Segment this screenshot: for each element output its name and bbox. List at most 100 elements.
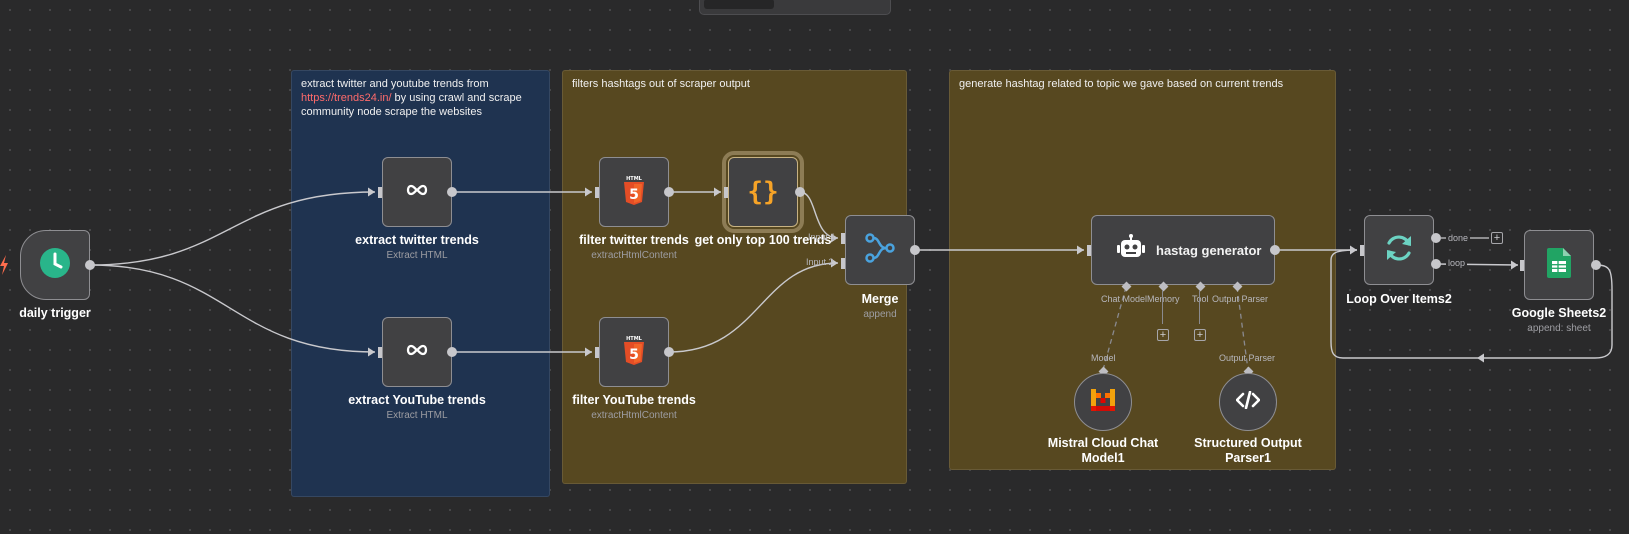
port-label-chat-model: Chat Model bbox=[1101, 294, 1148, 304]
input-port[interactable] bbox=[1087, 244, 1091, 256]
output-port[interactable] bbox=[795, 187, 805, 197]
node-label: Google Sheets2 bbox=[1511, 306, 1607, 320]
output-port-loop[interactable] bbox=[1431, 259, 1441, 269]
code-tag-icon bbox=[1235, 390, 1261, 414]
toolbar-segment[interactable] bbox=[704, 0, 774, 9]
node-mistral-chat-model[interactable] bbox=[1074, 373, 1132, 431]
node-filter-youtube[interactable]: HTML 5 bbox=[599, 317, 669, 387]
arrow-head bbox=[831, 233, 838, 243]
input-port[interactable] bbox=[378, 186, 382, 198]
input-port[interactable] bbox=[1360, 244, 1364, 256]
crawl-infinity-icon bbox=[406, 343, 428, 361]
arrow-head bbox=[368, 347, 375, 357]
sticky-line-3: community node scrape the websites bbox=[301, 106, 482, 118]
node-subtitle: append: sheet bbox=[1527, 323, 1591, 334]
mistral-icon bbox=[1091, 388, 1115, 416]
clock-icon bbox=[39, 247, 71, 284]
add-tool-button[interactable]: + bbox=[1194, 329, 1206, 341]
node-label: Mistral Cloud Chat Model1 bbox=[1047, 436, 1159, 465]
trigger-bolt-icon bbox=[0, 255, 8, 275]
code-braces-icon: {} bbox=[747, 177, 779, 207]
node-label: filter YouTube trends bbox=[572, 393, 696, 407]
output-port-done[interactable] bbox=[1431, 233, 1441, 243]
output-port[interactable] bbox=[447, 187, 457, 197]
merge-icon bbox=[864, 232, 896, 269]
input-port[interactable] bbox=[595, 346, 599, 358]
input-port[interactable] bbox=[724, 186, 728, 198]
loop-done-label: done bbox=[1446, 233, 1471, 243]
add-memory-button[interactable]: + bbox=[1157, 329, 1169, 341]
sticky-text: filters hashtags out of scraper output bbox=[572, 78, 750, 90]
node-google-sheets[interactable] bbox=[1524, 230, 1594, 300]
output-port[interactable] bbox=[85, 260, 95, 270]
node-label: Structured Output Parser1 bbox=[1194, 436, 1302, 465]
svg-text:5: 5 bbox=[629, 347, 639, 363]
arrow-head bbox=[1350, 245, 1357, 255]
input-port-2[interactable] bbox=[841, 257, 845, 269]
node-label: get only top 100 trends bbox=[694, 233, 832, 247]
html5-icon: HTML 5 bbox=[622, 335, 646, 370]
add-done-node-button[interactable]: + bbox=[1491, 232, 1503, 244]
connection-trigger-youtube bbox=[89, 264, 376, 353]
connection-trigger-twitter bbox=[89, 191, 376, 266]
arrow-head bbox=[1477, 353, 1484, 363]
port-label-tool: Tool bbox=[1192, 294, 1209, 304]
node-label: Merge bbox=[861, 292, 899, 306]
node-structured-output-parser[interactable] bbox=[1219, 373, 1277, 431]
arrow-head bbox=[585, 187, 592, 197]
port-label-output-parser: Output Parser bbox=[1212, 294, 1269, 304]
connection-sheets-loopback bbox=[1330, 249, 1613, 359]
node-subtitle: Extract HTML bbox=[386, 410, 448, 421]
svg-text:HTML: HTML bbox=[626, 336, 643, 342]
node-subtitle: extractHtmlContent bbox=[591, 250, 677, 261]
google-sheets-icon bbox=[1547, 247, 1571, 283]
node-merge[interactable] bbox=[845, 215, 915, 285]
port-label-output-parser-sub: Output Parser bbox=[1219, 353, 1276, 363]
node-get-top-100[interactable]: {} bbox=[722, 151, 804, 233]
sticky-line-2: https://trends24.in/ by using crawl and … bbox=[301, 92, 522, 104]
arrow-head bbox=[368, 187, 375, 197]
svg-text:5: 5 bbox=[629, 187, 639, 203]
node-filter-twitter[interactable]: HTML 5 bbox=[599, 157, 669, 227]
node-label: Loop Over Items2 bbox=[1346, 292, 1452, 306]
arrow-head bbox=[714, 187, 721, 197]
node-daily-trigger[interactable] bbox=[20, 230, 90, 300]
node-subtitle: Extract HTML bbox=[386, 250, 448, 261]
crawl-infinity-icon bbox=[406, 183, 428, 201]
output-port[interactable] bbox=[1270, 245, 1280, 255]
output-port[interactable] bbox=[664, 347, 674, 357]
sticky-note-scrape[interactable]: extract twitter and youtube trends from … bbox=[291, 70, 550, 497]
arrow-head bbox=[831, 258, 838, 268]
input-port[interactable] bbox=[378, 346, 382, 358]
node-label: extract YouTube trends bbox=[348, 393, 486, 407]
input-port[interactable] bbox=[595, 186, 599, 198]
trends24-link[interactable]: https://trends24.in/ bbox=[301, 92, 392, 104]
merge-input-1-label: Input 1 bbox=[808, 232, 836, 242]
node-hastag-generator[interactable]: hastag generator bbox=[1091, 215, 1275, 285]
node-extract-twitter[interactable] bbox=[382, 157, 452, 227]
port-label-model: Model bbox=[1091, 353, 1116, 363]
port-label-memory: Memory bbox=[1147, 294, 1180, 304]
arrow-head bbox=[1077, 245, 1084, 255]
sticky-line-1: extract twitter and youtube trends from bbox=[301, 78, 489, 90]
tool-stub-line bbox=[1199, 290, 1200, 324]
loop-loop-label: loop bbox=[1446, 258, 1468, 268]
node-extract-youtube[interactable] bbox=[382, 317, 452, 387]
node-label: daily trigger bbox=[19, 306, 91, 320]
input-port-1[interactable] bbox=[841, 232, 845, 244]
canvas-toolbar[interactable] bbox=[699, 0, 891, 15]
arrow-head bbox=[1511, 260, 1518, 270]
merge-input-2-label: Input 2 bbox=[806, 257, 834, 267]
output-port[interactable] bbox=[447, 347, 457, 357]
input-port[interactable] bbox=[1520, 259, 1524, 271]
node-loop-over-items[interactable] bbox=[1364, 215, 1434, 285]
svg-text:HTML: HTML bbox=[626, 176, 643, 182]
output-port[interactable] bbox=[910, 245, 920, 255]
loop-icon bbox=[1383, 232, 1415, 269]
html5-icon: HTML 5 bbox=[622, 175, 646, 210]
output-port[interactable] bbox=[1591, 260, 1601, 270]
connection-output-parser bbox=[1236, 286, 1249, 371]
robot-icon bbox=[1116, 233, 1146, 267]
output-port[interactable] bbox=[664, 187, 674, 197]
